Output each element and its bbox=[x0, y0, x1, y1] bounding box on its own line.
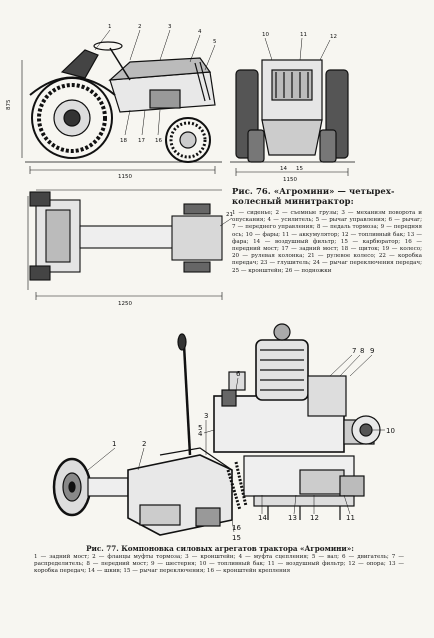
svg-text:15: 15 bbox=[232, 534, 241, 542]
dim-height: 875 bbox=[6, 99, 12, 110]
svg-text:12: 12 bbox=[310, 514, 319, 522]
svg-text:16: 16 bbox=[155, 138, 162, 144]
svg-text:11: 11 bbox=[300, 32, 307, 38]
svg-text:2: 2 bbox=[138, 24, 142, 30]
svg-text:13: 13 bbox=[288, 514, 297, 522]
figure-77-legend: 1 — задний мост; 2 — фланцы муфты тормоз… bbox=[34, 554, 404, 574]
svg-text:8: 8 bbox=[360, 347, 364, 355]
svg-text:3: 3 bbox=[204, 412, 208, 420]
svg-text:1: 1 bbox=[112, 440, 116, 448]
svg-text:6: 6 bbox=[236, 370, 241, 378]
figure-76-title: Рис. 76. «Агромини» — четырех-колесный м… bbox=[232, 186, 395, 206]
dim-top: 1250 bbox=[118, 301, 132, 307]
tractor-side-view bbox=[21, 29, 222, 174]
tractor-top-view bbox=[27, 189, 233, 300]
svg-text:5: 5 bbox=[213, 39, 217, 45]
svg-text:4: 4 bbox=[198, 430, 203, 438]
svg-text:4: 4 bbox=[198, 29, 202, 35]
power-unit-labels: 1 2 3 4 5 6 7 8 9 10 11 12 13 14 15 16 bbox=[112, 347, 395, 542]
svg-text:15: 15 bbox=[296, 166, 303, 172]
svg-text:21: 21 bbox=[226, 212, 233, 218]
svg-text:7: 7 bbox=[352, 347, 356, 355]
svg-text:3: 3 bbox=[168, 24, 172, 30]
svg-text:5: 5 bbox=[198, 424, 202, 432]
svg-text:18: 18 bbox=[120, 138, 127, 144]
svg-text:2: 2 bbox=[142, 440, 146, 448]
tractor-front-view bbox=[230, 37, 355, 176]
side-view-labels: 1 2 3 4 5 18 17 16 1150 875 bbox=[6, 24, 217, 180]
svg-text:11: 11 bbox=[346, 514, 355, 522]
svg-text:14: 14 bbox=[258, 514, 267, 522]
power-unit-diagram bbox=[52, 323, 385, 536]
svg-text:9: 9 bbox=[370, 347, 374, 355]
svg-text:10: 10 bbox=[386, 427, 395, 435]
svg-text:1: 1 bbox=[108, 24, 112, 30]
front-view-labels: 10 11 12 14 15 1150 bbox=[262, 32, 337, 183]
top-view-labels: 21 1250 bbox=[118, 212, 233, 307]
svg-text:16: 16 bbox=[232, 524, 241, 532]
svg-text:17: 17 bbox=[138, 138, 145, 144]
figure-76-legend: 1 — сиденье; 2 — съемные грузы; 3 — меха… bbox=[232, 210, 422, 274]
svg-text:10: 10 bbox=[262, 32, 269, 38]
dim-front: 1150 bbox=[283, 177, 297, 183]
dim-width: 1150 bbox=[118, 174, 132, 180]
figure-77-title: Рис. 77. Компоновка силовых агрегатов тр… bbox=[86, 544, 354, 553]
svg-text:14: 14 bbox=[280, 166, 287, 172]
svg-text:12: 12 bbox=[330, 34, 337, 40]
